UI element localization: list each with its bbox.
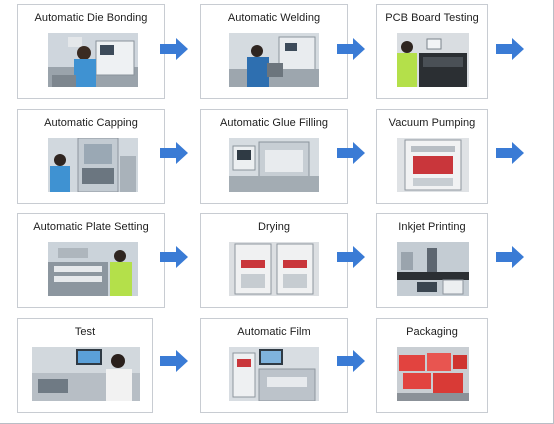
capping-photo <box>48 138 138 192</box>
plate-setting-photo <box>48 242 138 296</box>
step-card-film: Automatic Film <box>200 318 348 413</box>
step-card-inkjet-printing: Inkjet Printing <box>376 213 488 308</box>
flow-arrow-8 <box>337 246 365 268</box>
flow-arrow-5 <box>337 142 365 164</box>
step-card-test: Test <box>17 318 153 413</box>
step-title: Automatic Plate Setting <box>33 221 149 233</box>
flow-arrow-7 <box>160 246 188 268</box>
step-title: Drying <box>257 221 291 233</box>
step-card-capping: Automatic Capping <box>17 109 165 204</box>
step-title: PCB Board Testing <box>385 12 479 24</box>
step-card-pcb-testing: PCB Board Testing <box>376 4 488 99</box>
step-card-glue-filling: Automatic Glue Filling <box>200 109 348 204</box>
flow-arrow-10 <box>160 350 188 372</box>
step-title: Automatic Film <box>237 326 311 338</box>
step-card-drying: Drying <box>200 213 348 308</box>
flow-arrow-11 <box>337 350 365 372</box>
drying-photo <box>229 242 319 296</box>
step-title: Inkjet Printing <box>398 221 466 233</box>
flow-arrow-2 <box>337 38 365 60</box>
flow-arrow-6 <box>496 142 524 164</box>
step-card-plate-setting: Automatic Plate Setting <box>17 213 165 308</box>
step-card-vacuum-pumping: Vacuum Pumping <box>376 109 488 204</box>
packaging-photo <box>397 347 469 401</box>
step-card-welding: Automatic Welding <box>200 4 348 99</box>
die-bonding-photo <box>48 33 138 87</box>
step-title: Automatic Die Bonding <box>34 12 148 24</box>
step-card-packaging: Packaging <box>376 318 488 413</box>
step-title: Vacuum Pumping <box>388 117 476 129</box>
inkjet-printing-photo <box>397 242 469 296</box>
vacuum-pumping-photo <box>397 138 469 192</box>
step-title: Test <box>74 326 96 338</box>
flow-arrow-1 <box>160 38 188 60</box>
film-photo <box>229 347 319 401</box>
step-card-die-bonding: Automatic Die Bonding <box>17 4 165 99</box>
glue-filling-photo <box>229 138 319 192</box>
pcb-testing-photo <box>397 33 469 87</box>
welding-photo <box>229 33 319 87</box>
test-photo <box>32 347 140 401</box>
step-title: Automatic Welding <box>227 12 321 24</box>
flow-arrow-3 <box>496 38 524 60</box>
flow-arrow-9 <box>496 246 524 268</box>
step-title: Automatic Glue Filling <box>219 117 329 129</box>
step-title: Automatic Capping <box>44 117 138 129</box>
step-title: Packaging <box>406 326 458 338</box>
flow-arrow-4 <box>160 142 188 164</box>
